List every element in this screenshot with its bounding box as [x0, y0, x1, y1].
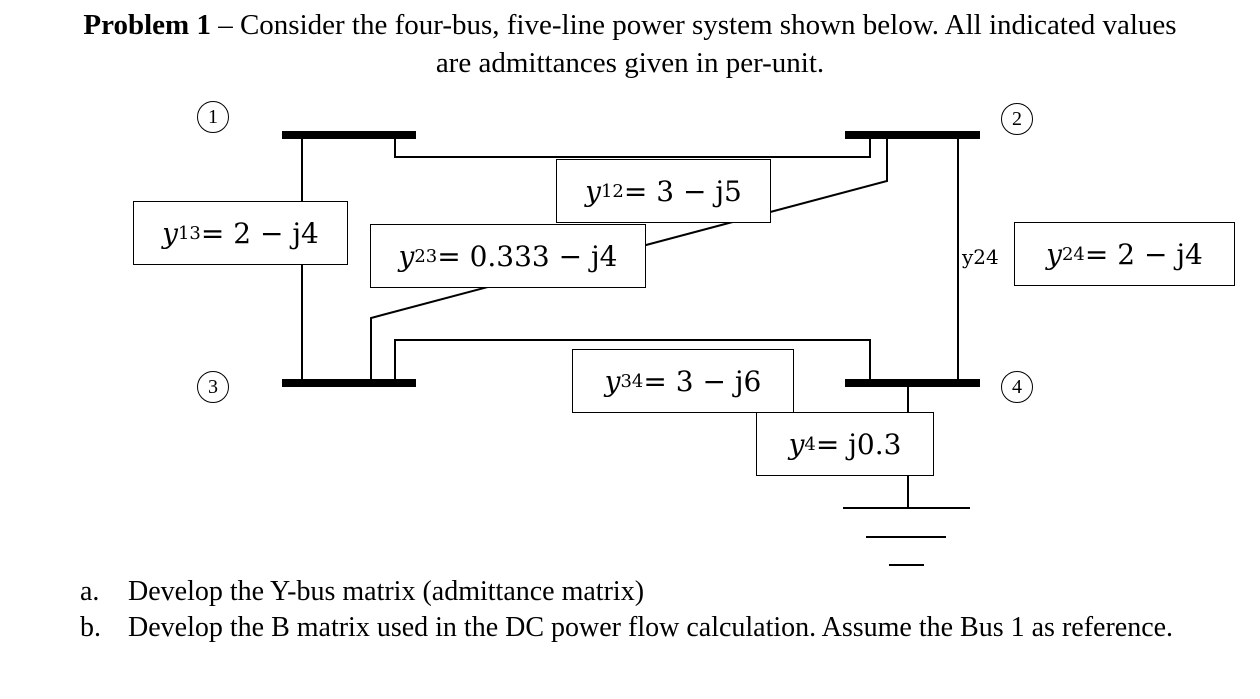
task-b: b. Develop the B matrix used in the DC p…: [80, 612, 1174, 643]
problem-statement: Problem 1 – Consider the four-bus, five-…: [10, 6, 1250, 82]
bus-bar-4: [845, 379, 980, 387]
bus-label-1: 1: [197, 101, 229, 133]
bus-label-3: 3: [197, 371, 229, 403]
problem-dash: –: [218, 9, 233, 41]
line-1-2: [394, 139, 871, 158]
task-list: a. Develop the Y-bus matrix (admittance …: [80, 574, 1240, 646]
line-3-4: [394, 339, 871, 379]
bus-bar-1: [282, 131, 416, 139]
task-a: a. Develop the Y-bus matrix (admittance …: [80, 576, 645, 607]
problem-line1: Consider the four-bus, five-line power s…: [239, 9, 1177, 41]
bus-bar-3: [282, 379, 416, 387]
problem-line2: are admittances given in per-unit.: [435, 47, 825, 79]
bus-bar-2: [845, 131, 980, 139]
bus-label-2: 2: [1001, 103, 1033, 135]
bus-label-4: 4: [1001, 371, 1033, 403]
y24-small-label: y24: [962, 245, 999, 269]
problem-label: Problem 1: [83, 9, 211, 41]
